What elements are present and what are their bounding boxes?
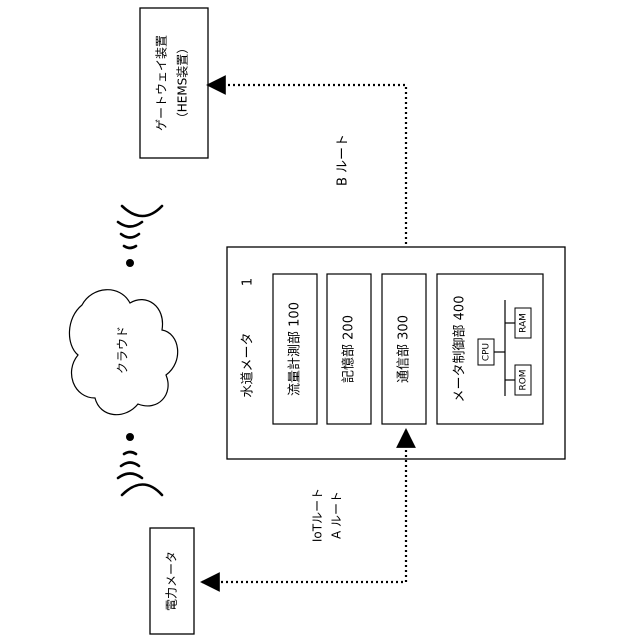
cloud-icon: クラウド xyxy=(69,290,177,415)
gateway-label: ゲートウェイ装置 xyxy=(155,35,169,131)
gateway-device: ゲートウェイ装置 （HEMS装置） xyxy=(140,8,208,158)
wireless-signal-icon xyxy=(118,206,162,267)
water-meter-title: 水道メータ xyxy=(241,332,256,397)
meter-control-label: メータ制御部 400 xyxy=(453,296,468,403)
storage-label: 記憶部 200 xyxy=(341,315,357,383)
route-b-label: B ルート xyxy=(336,134,351,186)
route-iot-label: IoTルート xyxy=(311,488,325,542)
communication-label: 通信部 300 xyxy=(397,315,412,383)
route-b-link xyxy=(208,85,406,270)
cpu-label: CPU xyxy=(482,343,492,361)
gateway-hems-label: （HEMS装置） xyxy=(176,42,190,125)
rom-label: ROM xyxy=(519,369,529,390)
wireless-signal-icon xyxy=(118,433,162,495)
cloud-label: クラウド xyxy=(116,326,130,374)
power-meter-label: 電力メータ xyxy=(165,551,179,611)
water-meter-ref: 1 xyxy=(241,278,256,286)
flow-measurement-label: 流量計測部 100 xyxy=(287,302,303,396)
route-a-label: A ルート xyxy=(330,491,344,539)
ram-label: RAM xyxy=(519,313,529,333)
power-meter: 電力メータ xyxy=(150,528,194,634)
water-meter: 水道メータ 1 流量計測部 100 記憶部 200 通信部 300 メータ制御部… xyxy=(227,247,565,459)
